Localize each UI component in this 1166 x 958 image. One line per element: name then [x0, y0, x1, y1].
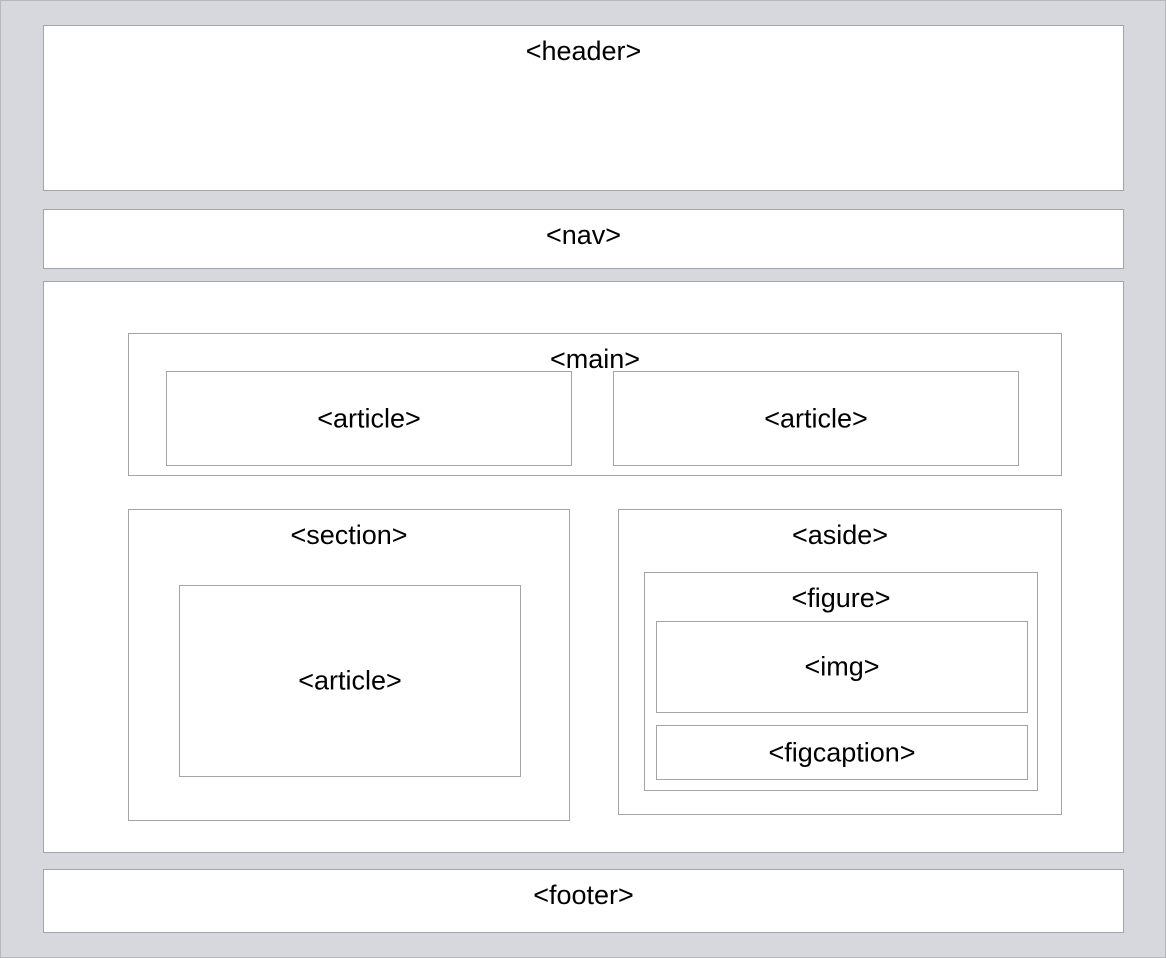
header-region: <header>	[43, 25, 1124, 191]
figcaption-region: <figcaption>	[656, 725, 1028, 780]
main-article-2-label: <article>	[764, 403, 868, 433]
figcaption-label: <figcaption>	[768, 737, 916, 767]
main-article-1-label: <article>	[317, 403, 421, 433]
aside-label: <aside>	[791, 520, 889, 550]
main-region: <main> <article> <article>	[128, 333, 1062, 476]
nav-label: <nav>	[545, 220, 622, 250]
img-label: <img>	[804, 651, 880, 682]
main-article-2: <article>	[613, 371, 1019, 466]
section-label: <section>	[290, 520, 408, 550]
section-article: <article>	[179, 585, 521, 777]
footer-region: <footer>	[43, 869, 1124, 933]
figure-label: <figure>	[791, 583, 891, 613]
nav-region: <nav>	[43, 209, 1124, 269]
footer-label: <footer>	[533, 880, 634, 910]
img-region: <img>	[656, 621, 1028, 713]
aside-region: <aside> <figure> <img> <figcaption>	[618, 509, 1062, 815]
content-container: <main> <article> <article> <section> <ar…	[43, 281, 1124, 853]
header-label: <header>	[525, 36, 642, 66]
figure-region: <figure> <img> <figcaption>	[644, 572, 1038, 791]
main-label: <main>	[549, 344, 641, 374]
section-region: <section> <article>	[128, 509, 570, 821]
section-article-label: <article>	[298, 665, 402, 696]
main-article-1: <article>	[166, 371, 572, 466]
